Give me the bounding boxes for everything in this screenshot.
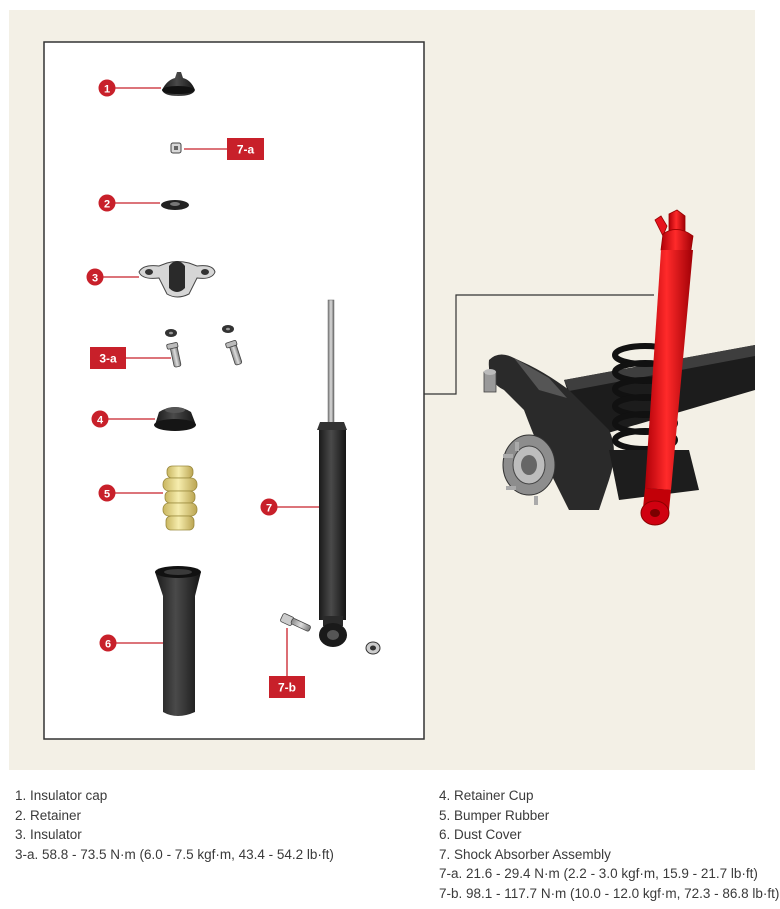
callout-7a-label: 7-a bbox=[237, 143, 255, 157]
callout-3a bbox=[90, 347, 126, 369]
legend-item: 4. Retainer Cup bbox=[439, 788, 534, 803]
callout-7 bbox=[260, 498, 278, 516]
legend-item: 3. Insulator bbox=[15, 827, 82, 842]
callout-6 bbox=[99, 634, 117, 652]
dust-cover-part bbox=[155, 566, 201, 716]
retainer-part bbox=[161, 200, 189, 210]
bolt-7b-part bbox=[280, 613, 311, 632]
lower-nut-part bbox=[365, 641, 381, 655]
legend-item: 5. Bumper Rubber bbox=[439, 807, 550, 823]
legend-item: 3-a. 58.8 - 73.5 N·m (6.0 - 7.5 kgf·m, 4… bbox=[15, 846, 334, 862]
callout-2 bbox=[98, 194, 116, 212]
callout-3a-label: 3-a bbox=[99, 352, 117, 366]
shock-absorber-highlight bbox=[640, 209, 694, 526]
legend-item: 6. Dust Cover bbox=[439, 827, 522, 842]
callout-5 bbox=[98, 484, 116, 502]
legend-item: 1. Insulator cap bbox=[15, 788, 108, 803]
callout-2-label: 2 bbox=[104, 199, 110, 211]
legend-right: 4. Retainer Cup 5. Bumper Rubber 6. Dust… bbox=[439, 786, 779, 903]
diagram-canvas: 1 7-a 2 3 3-a bbox=[43, 41, 755, 740]
callout-6-label: 6 bbox=[105, 639, 111, 651]
insulator-part bbox=[138, 261, 216, 298]
legend-item: 7. Shock Absorber Assembly bbox=[439, 846, 611, 862]
shock-absorber-part bbox=[317, 299, 347, 647]
callout-4 bbox=[91, 410, 109, 428]
legend-left: 1. Insulator cap 2. Retainer 3. Insulato… bbox=[15, 786, 334, 864]
legend-item: 7-b. 98.1 - 117.7 N·m (10.0 - 12.0 kgf·m… bbox=[439, 885, 780, 901]
callout-4-label: 4 bbox=[97, 415, 104, 427]
callout-3-label: 3 bbox=[92, 273, 98, 285]
callout-7b bbox=[269, 676, 305, 698]
legend-item: 7-a. 21.6 - 29.4 N·m (2.2 - 3.0 kgf·m, 1… bbox=[439, 866, 758, 881]
rear-axle-assembly bbox=[483, 343, 755, 510]
callout-7b-label: 7-b bbox=[278, 681, 296, 695]
bolt-3a-left bbox=[165, 329, 182, 368]
callout-7a bbox=[227, 138, 264, 160]
callout-1-label: 1 bbox=[104, 84, 110, 96]
callout-3 bbox=[86, 268, 104, 286]
callout-7-label: 7 bbox=[266, 503, 272, 515]
callout-5-label: 5 bbox=[104, 489, 110, 501]
exploded-diagram: 1 7-a 2 3 3-a bbox=[9, 10, 755, 770]
bolt-3a-right bbox=[222, 325, 243, 366]
connector-line bbox=[424, 294, 654, 395]
nut-7a-part bbox=[170, 142, 182, 154]
callout-1 bbox=[98, 79, 116, 97]
legend-item: 2. Retainer bbox=[15, 807, 82, 823]
insulator-cap-part bbox=[162, 72, 195, 96]
retainer-cup-part bbox=[154, 407, 196, 431]
bumper-rubber-part bbox=[162, 465, 198, 531]
